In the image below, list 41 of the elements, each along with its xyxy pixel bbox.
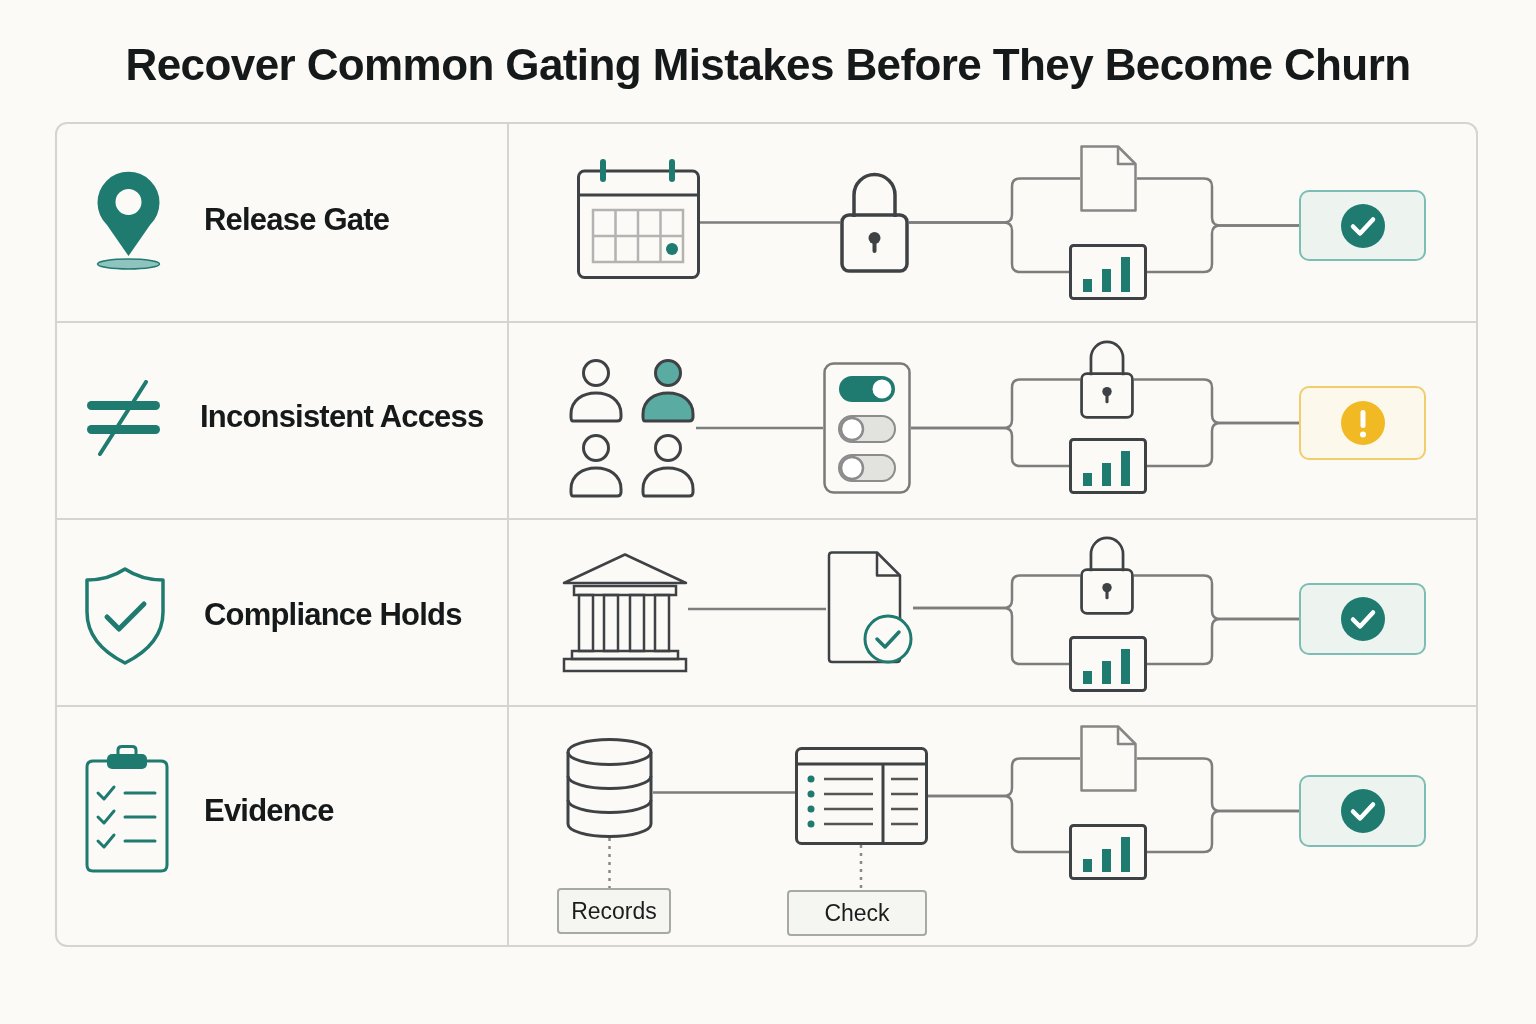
status-box bbox=[1299, 190, 1426, 261]
connector-line bbox=[911, 426, 1069, 468]
bar-chart-icon bbox=[1069, 824, 1147, 880]
bank-building-icon bbox=[562, 553, 688, 673]
toggle-panel-icon bbox=[823, 362, 911, 494]
people-icon bbox=[568, 358, 696, 498]
bar-chart-icon bbox=[1069, 438, 1147, 494]
document-icon bbox=[1080, 145, 1137, 212]
connector-line bbox=[1147, 224, 1299, 274]
label-tag: Check bbox=[787, 890, 927, 936]
padlock-icon bbox=[1080, 536, 1134, 615]
padlock-icon bbox=[840, 172, 909, 273]
bar-chart-icon bbox=[1069, 244, 1147, 300]
document-icon bbox=[1080, 725, 1137, 792]
connector-line bbox=[696, 426, 823, 430]
status-box bbox=[1299, 386, 1426, 460]
checklist-window-icon bbox=[795, 747, 928, 845]
connector-line bbox=[928, 794, 1069, 854]
connector-line bbox=[688, 607, 826, 611]
bar-chart-icon bbox=[1069, 636, 1147, 692]
connector-line bbox=[1147, 617, 1299, 666]
status-box bbox=[1299, 583, 1426, 655]
connector-line bbox=[909, 221, 1069, 274]
connector-line bbox=[653, 791, 795, 794]
document-check-icon bbox=[826, 551, 913, 665]
padlock-icon bbox=[1080, 340, 1134, 419]
dotted-line bbox=[608, 838, 611, 888]
diagram-title: Recover Common Gating Mistakes Before They Become Churn bbox=[125, 39, 1411, 91]
calendar-icon bbox=[577, 158, 700, 279]
label-tag: Records bbox=[557, 888, 671, 934]
row-title: Evidence bbox=[204, 792, 334, 830]
row-title: Compliance Holds bbox=[204, 596, 462, 634]
connector-line bbox=[1147, 421, 1299, 468]
dotted-line bbox=[859, 845, 863, 890]
database-icon bbox=[566, 738, 653, 838]
row-title: Inconsistent Access bbox=[200, 398, 484, 436]
row-title: Release Gate bbox=[204, 201, 390, 239]
status-box bbox=[1299, 775, 1426, 847]
connector-line bbox=[1147, 809, 1299, 854]
connector-line bbox=[913, 606, 1069, 666]
connector-line bbox=[700, 221, 840, 224]
